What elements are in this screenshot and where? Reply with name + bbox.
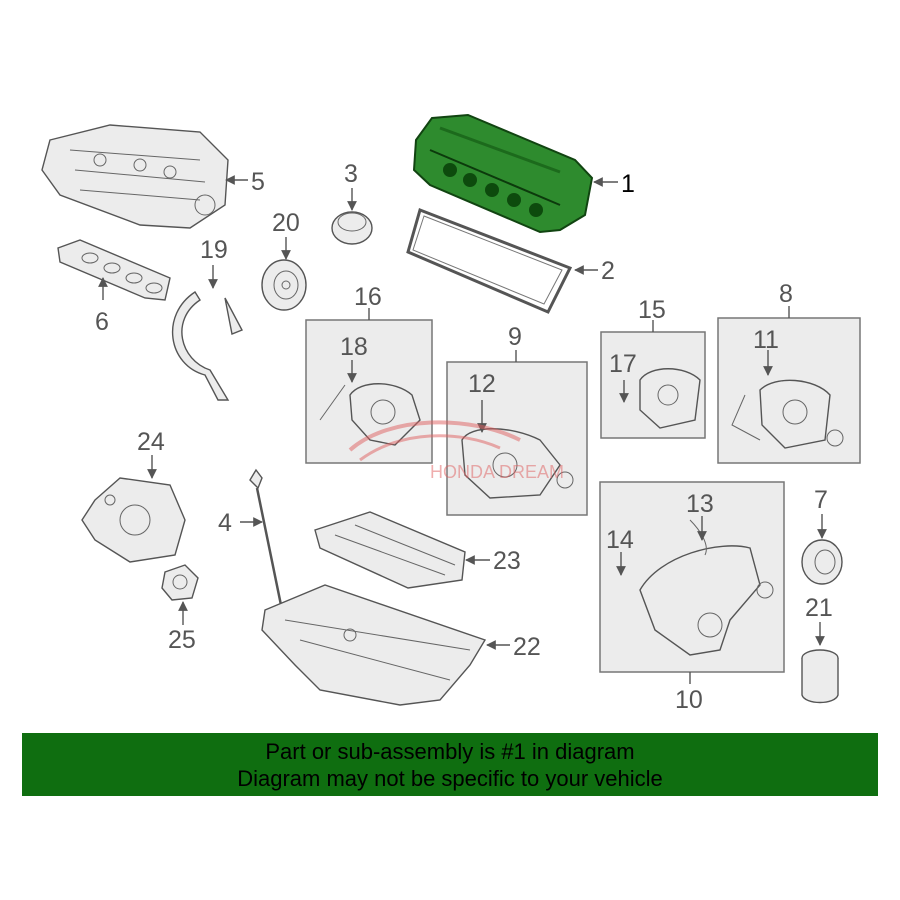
timing-cover-part-12[interactable] — [461, 428, 574, 499]
callout-19: 19 — [200, 236, 228, 264]
callout-23: 23 — [493, 547, 521, 575]
callout-3: 3 — [344, 160, 358, 188]
callout-24: 24 — [137, 428, 165, 456]
middle-timing-cover-part[interactable] — [639, 368, 701, 429]
callout-16: 16 — [354, 283, 382, 311]
notice-banner: Part or sub-assembly is #1 in diagram Di… — [22, 733, 878, 796]
callout-1: 1 — [621, 170, 635, 198]
upper-timing-cover-part[interactable] — [731, 379, 844, 449]
callout-18: 18 — [340, 333, 368, 361]
callout-8: 8 — [779, 280, 793, 308]
valve-cover-gasket-part[interactable] — [406, 208, 573, 314]
intake-manifold-part[interactable] — [41, 124, 229, 229]
callout-5: 5 — [251, 168, 265, 196]
oil-pump-part[interactable] — [81, 477, 186, 563]
callout-12: 12 — [468, 370, 496, 398]
dipstick-part[interactable] — [249, 468, 284, 611]
notice-line-2: Diagram may not be specific to your vehi… — [237, 766, 663, 791]
callout-15: 15 — [638, 296, 666, 324]
crankshaft-pulley-part[interactable] — [801, 539, 843, 585]
callout-25: 25 — [168, 626, 196, 654]
rear-timing-cover-part[interactable] — [319, 383, 421, 446]
notice-line-1: Part or sub-assembly is #1 in diagram — [265, 739, 635, 764]
watermark-logo: HONDA DREAM — [348, 420, 564, 482]
valve-cover-part-highlighted[interactable] — [412, 113, 594, 234]
callout-4: 4 — [218, 509, 232, 537]
intake-gasket-part[interactable] — [57, 239, 171, 301]
callout-20: 20 — [272, 209, 300, 237]
callout-21: 21 — [805, 594, 833, 622]
oil-filter-part[interactable] — [801, 649, 839, 704]
lower-timing-cover-part[interactable] — [639, 519, 774, 656]
callout-22: 22 — [513, 633, 541, 661]
timing-belt-part[interactable] — [171, 291, 243, 401]
callout-7: 7 — [814, 486, 828, 514]
callout-10: 10 — [675, 686, 703, 714]
watermark-text: HONDA DREAM — [430, 462, 564, 482]
callout-11: 11 — [753, 326, 779, 354]
baffle-plate-part[interactable] — [314, 511, 466, 589]
callout-14: 14 — [606, 526, 634, 554]
callout-6: 6 — [95, 308, 109, 336]
callout-2: 2 — [601, 257, 615, 285]
callout-17: 17 — [609, 350, 637, 378]
callout-9: 9 — [508, 323, 522, 351]
oil-strainer-part[interactable] — [161, 564, 199, 601]
camshaft-pulley-part[interactable] — [261, 259, 307, 311]
callout-13: 13 — [686, 490, 714, 518]
oil-pan-part[interactable] — [261, 584, 487, 706]
oil-filler-cap-part[interactable] — [331, 211, 373, 245]
